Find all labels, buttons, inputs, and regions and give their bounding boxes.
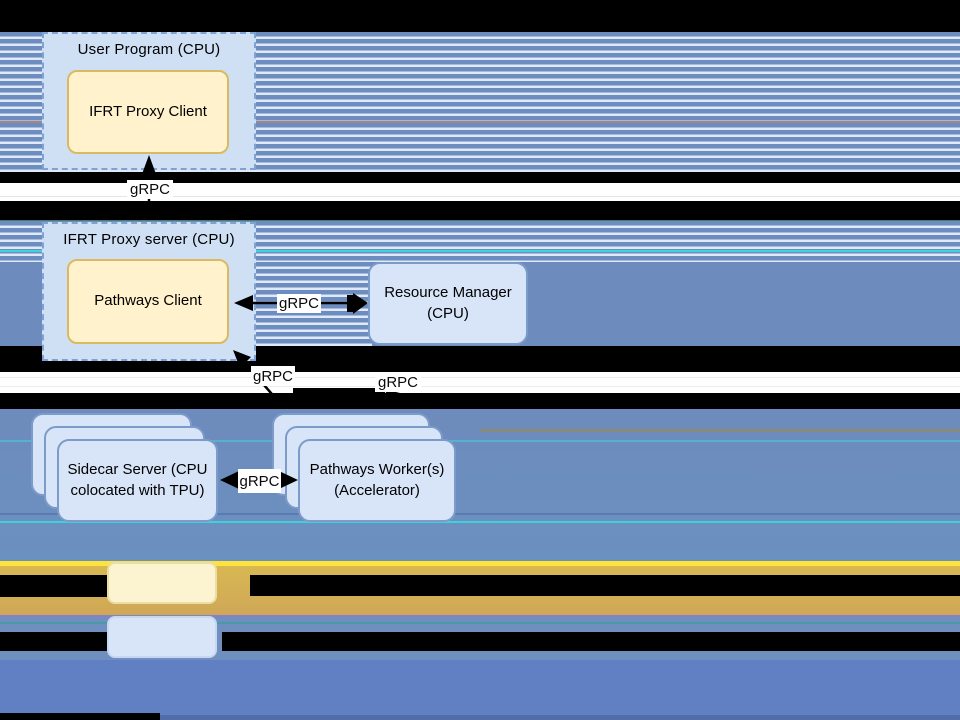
glitch-band-top-black [0, 0, 960, 32]
redacted-text-bar [0, 632, 107, 651]
node-pathways-client-label: Pathways Client [94, 292, 202, 310]
node-resource-manager-label-line1: Resource Manager [384, 284, 512, 302]
edge-label-grpc-rm-workers: gRPC [375, 372, 421, 392]
node-ifrt-proxy-client: IFRT Proxy Client [67, 70, 229, 154]
container-ifrt-proxy-server-title: IFRT Proxy server (CPU) [63, 231, 235, 248]
edge-label-grpc-sidecar-client: gRPC [251, 366, 295, 386]
glitch-band-black-2 [0, 172, 960, 183]
container-user-program-title: User Program (CPU) [77, 41, 221, 58]
artifact-line-cyan-3 [0, 521, 960, 523]
node-pathways-workers-label-line2: (Accelerator) [334, 481, 420, 499]
node-resource-manager-label-line2: (CPU) [427, 304, 469, 322]
artifact-line-olive [480, 429, 960, 432]
node-sidecar-server-label-line1: Sidecar Server (CPU [67, 461, 208, 479]
artifact-line-gray-1 [0, 196, 960, 197]
node-sidecar-server-label-line2: colocated with TPU) [70, 481, 205, 499]
glitch-band-black-3 [0, 201, 960, 221]
bottom-edge-band [0, 715, 960, 720]
artifact-line-darkblue [0, 513, 960, 515]
node-resource-manager: Resource Manager (CPU) [368, 262, 528, 345]
artifact-line-cyan-1 [0, 250, 960, 252]
node-pathways-workers: Pathways Worker(s) (Accelerator) [298, 439, 456, 522]
edge-label-grpc-client-rm: gRPC [277, 294, 321, 313]
legend-yellow-swatch [107, 562, 217, 604]
artifact-band-purple [0, 615, 960, 618]
glitch-band-white-2 [0, 372, 960, 393]
redacted-text-bar [250, 575, 960, 596]
artifact-line-cyan-2 [0, 440, 960, 442]
edge-label-grpc-sidecar-workers: gRPC [238, 469, 281, 493]
artifact-line-teal [0, 622, 960, 624]
glitch-band-black-5 [0, 393, 960, 409]
bottom-left-black-corner [0, 713, 160, 720]
edge-label-grpc-top: gRPC [127, 180, 173, 199]
node-ifrt-proxy-client-label: IFRT Proxy Client [89, 102, 207, 120]
legend-blue-swatch [107, 616, 217, 658]
artifact-line-gray-3 [0, 386, 960, 387]
redacted-text-bar [0, 575, 107, 597]
bottom-blue-band [0, 660, 960, 715]
node-pathways-client: Pathways Client [67, 259, 229, 344]
artifact-line-redbrown [0, 121, 960, 123]
node-sidecar-server: Sidecar Server (CPU colocated with TPU) [57, 439, 218, 522]
arrowhead-blob [293, 388, 385, 396]
legend-yellow-highlight-line [0, 561, 960, 566]
artifact-line-gray-2 [0, 377, 960, 378]
redacted-text-bar [222, 632, 960, 651]
node-pathways-workers-label-line1: Pathways Worker(s) [309, 461, 445, 479]
artifact-line-green [0, 220, 960, 221]
